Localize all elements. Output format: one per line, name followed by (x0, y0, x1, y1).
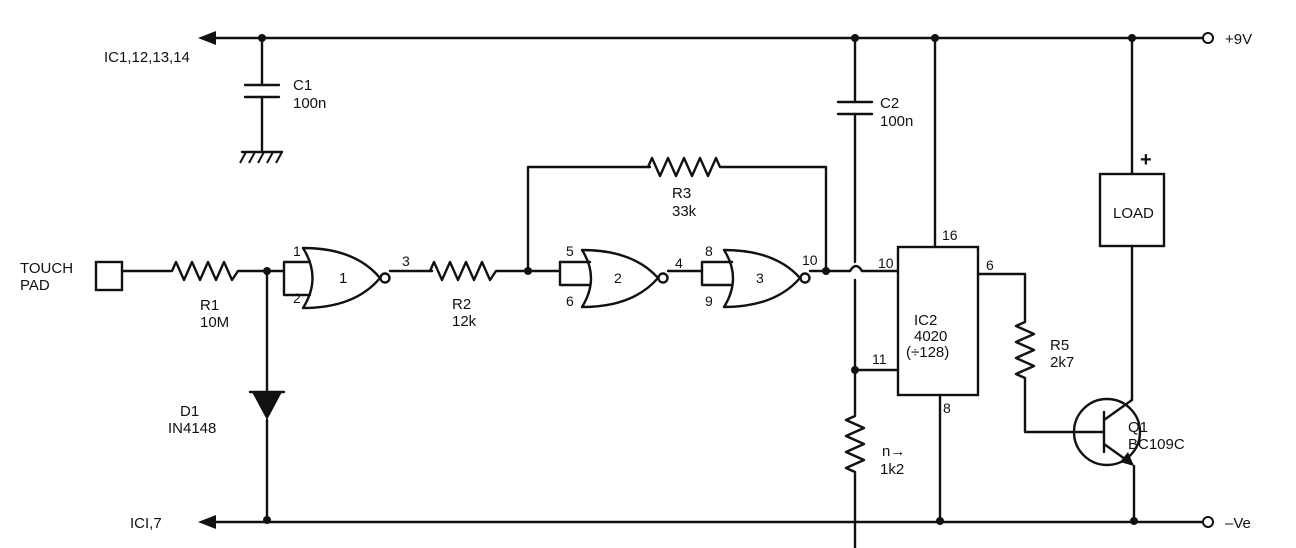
ic2-name: IC2 (914, 312, 937, 329)
r2-value: 12k (452, 313, 477, 330)
resistor-r3 (526, 156, 828, 273)
bottom-rail-right-label: –Ve (1225, 515, 1251, 532)
touch-pad-label-1: TOUCH (20, 260, 73, 277)
d1-value: IN4148 (168, 420, 216, 437)
load-block (1098, 34, 1166, 525)
nor-gate-3 (700, 248, 852, 309)
bottom-rail-left-label: ICI,7 (130, 515, 162, 532)
ic2-part: 4020 (914, 328, 947, 345)
r1-value: 10M (200, 314, 229, 331)
gate-1-number: 1 (339, 270, 347, 287)
load-label: LOAD (1113, 205, 1154, 222)
r4-value: 1k2 (880, 461, 904, 478)
d1-name: D1 (180, 403, 199, 420)
touch-pad-label-2: PAD (20, 277, 50, 294)
touch-pad (94, 260, 124, 292)
pin-ic2-clk: 10 (878, 255, 894, 271)
c2-name: C2 (880, 95, 899, 112)
pin-g2-a: 5 (566, 243, 574, 259)
c1-value: 100n (293, 95, 326, 112)
ic2-function: (÷128) (906, 344, 949, 361)
pin-g1-b: 2 (293, 290, 301, 306)
gate-3-number: 3 (756, 270, 764, 286)
c2-value: 100n (880, 113, 913, 130)
pin-ic2-rst: 11 (872, 351, 887, 367)
r5-name: R5 (1050, 337, 1069, 354)
resistor-r5 (976, 272, 1082, 434)
pin-g1-a: 1 (293, 243, 301, 259)
nor-gate-2 (526, 248, 704, 309)
resistor-r1 (120, 260, 270, 282)
pin-ic2-vss: 8 (943, 400, 951, 416)
resistor-r2 (428, 260, 530, 282)
gate-2-number: 2 (614, 270, 622, 286)
capacitor-c2 (836, 34, 874, 372)
top-rail-left-label: IC1,12,13,14 (104, 49, 190, 66)
pin-g3-b: 9 (705, 293, 713, 309)
pin-g3-out: 10 (802, 252, 818, 268)
r2-name: R2 (452, 296, 471, 313)
load-polarity: + (1140, 149, 1152, 171)
q1-name: Q1 (1128, 419, 1148, 436)
transistor-q1 (1072, 397, 1142, 467)
r5-value: 2k7 (1050, 354, 1074, 371)
pin-g3-a: 8 (705, 243, 713, 259)
pin-g2-out: 4 (675, 255, 683, 271)
pin-g1-out: 3 (402, 253, 410, 269)
nor-gate-1 (265, 246, 434, 310)
pin-ic2-q: 6 (986, 257, 994, 273)
r3-name: R3 (672, 185, 691, 202)
capacitor-c1 (239, 34, 284, 164)
ic2-counter (896, 34, 980, 525)
r1-name: R1 (200, 297, 219, 314)
r3-value: 33k (672, 203, 697, 220)
diode-d1 (248, 390, 286, 524)
resistor-r4 (844, 368, 866, 548)
positive-rail (198, 31, 1214, 45)
top-rail-right-label: +9V (1225, 31, 1252, 48)
pin-ic2-vdd: 16 (942, 227, 958, 243)
r4-name: n→ (882, 443, 905, 460)
pin-g2-b: 6 (566, 293, 574, 309)
q1-value: BC109C (1128, 436, 1185, 453)
c1-name: C1 (293, 77, 312, 94)
negative-rail (198, 515, 1214, 529)
